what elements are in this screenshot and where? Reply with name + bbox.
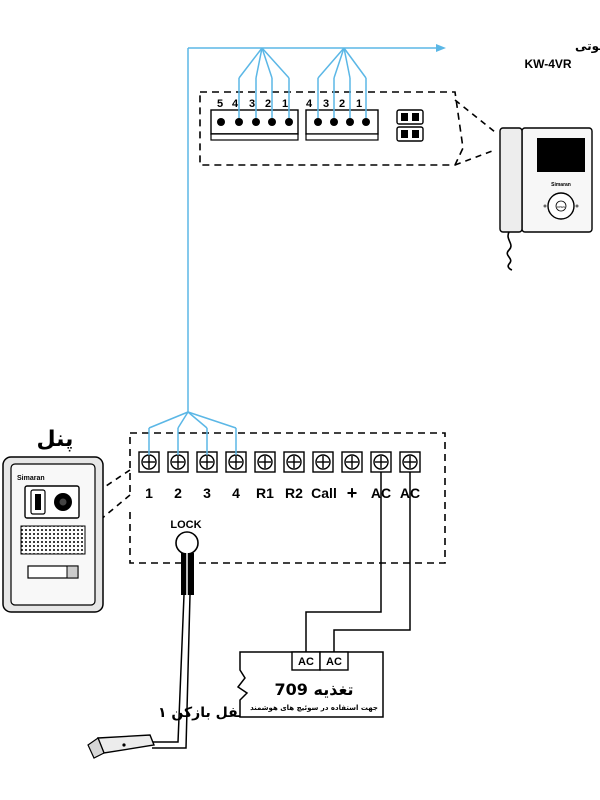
lock-wire <box>152 594 191 749</box>
block-a-pin-label: 3 <box>249 98 255 110</box>
block-b-pin-label: 1 <box>356 98 362 110</box>
terminal-label: 4 <box>232 485 240 501</box>
terminal-screw <box>138 451 160 473</box>
handset-caption: اتصال به گوشی صوتی <box>575 39 600 54</box>
block-a-pin-label: 1 <box>282 98 288 110</box>
handset-cord <box>506 231 513 271</box>
block-a-wires <box>238 47 290 118</box>
block-a-pin-label: 2 <box>265 98 271 110</box>
terminal-block-a: 5 4 3 2 1 <box>210 98 299 141</box>
main-terminal-strip <box>138 451 421 473</box>
terminal-label: 3 <box>203 485 211 501</box>
terminal-label: 2 <box>174 485 182 501</box>
handset-open-button <box>555 200 567 212</box>
connector-icon <box>396 109 424 142</box>
terminal-label: R1 <box>256 485 274 501</box>
handset-callout <box>454 99 496 166</box>
psu-title: تغذیه 709 <box>275 680 354 699</box>
psu-terminal-label: AC <box>326 656 342 668</box>
terminal-block-b: 4 3 2 1 <box>305 98 379 141</box>
handset-button-label: OPEN <box>557 205 566 209</box>
panel-callout <box>99 469 131 521</box>
panel-bus-wires <box>148 411 237 455</box>
psu-terminal-label: AC <box>298 656 314 668</box>
terminal-screw <box>167 451 189 473</box>
terminal-screw <box>399 451 421 473</box>
terminal-screw <box>341 451 363 473</box>
block-b-wires <box>317 47 367 118</box>
terminal-label: Call <box>311 485 337 501</box>
block-b-pin-label: 3 <box>323 98 329 110</box>
block-a-pin-label: 4 <box>232 98 239 110</box>
terminal-label: R2 <box>285 485 303 501</box>
panel-title: پنل <box>37 427 74 452</box>
block-b-pin-label: 2 <box>339 98 345 110</box>
terminal-label: + <box>347 483 358 503</box>
terminal-screw <box>370 451 392 473</box>
power-supply: AC AC تغذیه 709 جهت استفاده در سوئیچ های… <box>236 651 384 718</box>
arrow-right-icon <box>436 44 446 52</box>
terminal-screw <box>312 451 334 473</box>
bus-trunk-wire <box>187 47 436 412</box>
terminal-label: 1 <box>145 485 153 501</box>
handset-brand: Simaran <box>551 182 571 188</box>
door-panel: Simaran <box>2 456 104 613</box>
door-lock-device <box>87 734 155 759</box>
terminal-screw <box>254 451 276 473</box>
terminal-screw <box>283 451 305 473</box>
block-b-pin-label: 4 <box>306 98 313 110</box>
lock-icon <box>175 531 199 595</box>
handset-unit: Simaran OPEN <box>499 127 593 271</box>
terminal-labels: 1 2 3 4 R1 R2 Call + AC AC <box>145 483 420 503</box>
lock-caption: قفل بازکن ۱ <box>158 705 247 721</box>
panel-brand: Simaran <box>17 475 45 482</box>
block-a-pin-label: 5 <box>217 98 223 110</box>
psu-terminal <box>319 651 349 671</box>
terminal-screw <box>196 451 218 473</box>
terminal-screw <box>225 451 247 473</box>
psu-subtitle: جهت استفاده در سوئیچ های هوشمند <box>250 704 378 712</box>
ac-wires <box>305 472 411 652</box>
handset-model: KW-4VR <box>524 57 571 71</box>
lock-label: LOCK <box>170 519 201 531</box>
main-board-outline <box>129 432 446 564</box>
call-button <box>66 565 79 579</box>
